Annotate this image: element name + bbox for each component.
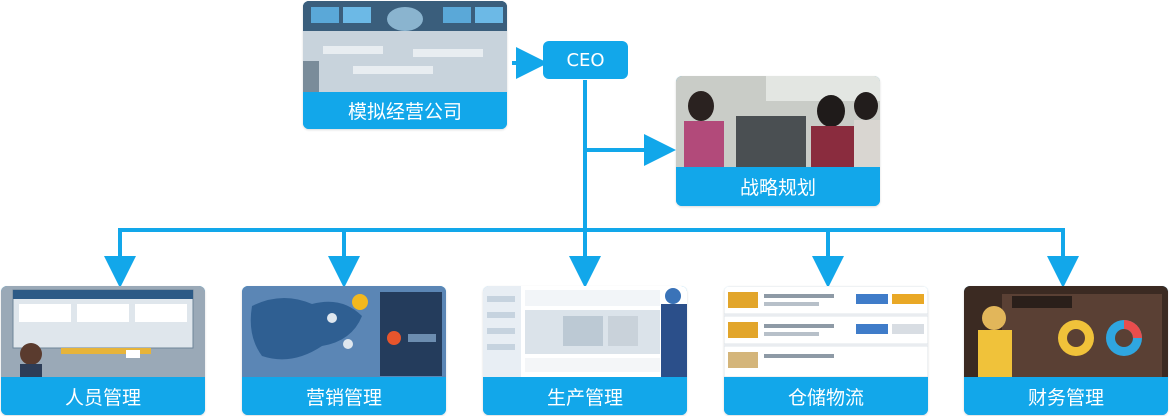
hr-screenshot xyxy=(1,286,205,377)
strategy-card: 战略规划 xyxy=(676,76,880,206)
production-label: 生产管理 xyxy=(546,386,623,409)
meeting-photo xyxy=(676,76,880,167)
ceo-node: CEO xyxy=(543,41,628,79)
finance-card: 财务管理 xyxy=(964,286,1168,415)
company-card: 模拟经营公司 xyxy=(303,1,507,129)
production-card: 生产管理 xyxy=(483,286,687,415)
control-room-image xyxy=(303,1,507,92)
marketing-card: 营销管理 xyxy=(242,286,446,415)
hr-card: 人员管理 xyxy=(1,286,205,415)
production-screenshot xyxy=(483,286,687,377)
finance-label: 财务管理 xyxy=(1027,386,1104,409)
warehouse-screenshot xyxy=(724,286,928,377)
marketing-label: 营销管理 xyxy=(305,386,382,409)
hr-label: 人员管理 xyxy=(64,386,141,409)
warehouse-label: 仓储物流 xyxy=(787,386,864,409)
warehouse-card: 仓储物流 xyxy=(724,286,928,415)
ceo-label: CEO xyxy=(566,49,605,71)
finance-screenshot xyxy=(964,286,1168,377)
company-label: 模拟经营公司 xyxy=(347,101,462,123)
marketing-map xyxy=(242,286,446,377)
strategy-label: 战略规划 xyxy=(739,177,816,199)
